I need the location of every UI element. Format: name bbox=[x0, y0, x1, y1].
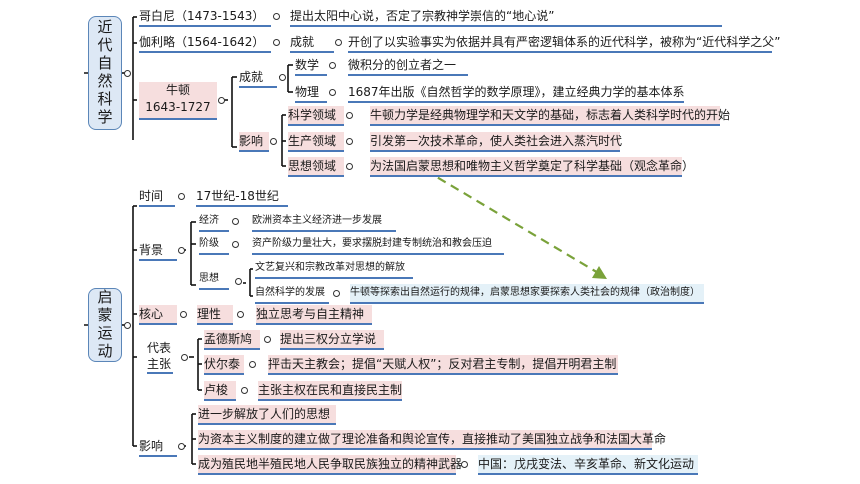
node-dot bbox=[180, 311, 187, 318]
node-dot bbox=[279, 74, 286, 81]
reason-label: 理性 bbox=[197, 305, 233, 325]
node-dot bbox=[178, 247, 185, 254]
node-dot bbox=[218, 97, 225, 104]
core-label: 核心 bbox=[139, 305, 177, 325]
rousseau: 卢梭 bbox=[204, 381, 236, 401]
voltaire-desc: 抨击天主教会；提倡“天赋人权”；反对君主专制，提倡开明君主制 bbox=[268, 355, 618, 375]
node-dot bbox=[232, 218, 239, 225]
copernicus-desc: 提出太阳中心说，否定了宗教神学崇信的“地心说” bbox=[290, 7, 722, 27]
science-desc: 牛顿力学是经典物理学和天文学的基础，标志着人类科学时代的开始 bbox=[370, 106, 730, 126]
node-dot bbox=[346, 163, 353, 170]
influence-3-china: 中国：戊戌变法、辛亥革命、新文化运动 bbox=[478, 455, 698, 475]
node-dot bbox=[264, 336, 271, 343]
node-dot bbox=[178, 443, 185, 450]
influence-3: 成为殖民地半殖民地人民争取民族独立的精神武器 bbox=[198, 455, 462, 475]
root-enlightenment: 启蒙运动 bbox=[88, 288, 122, 362]
influence-label: 影响 bbox=[139, 437, 177, 457]
montesquieu: 孟德斯鸠 bbox=[204, 330, 260, 350]
class-label: 阶级 bbox=[199, 235, 229, 255]
galileo-name: 伽利略（1564-1642） bbox=[139, 33, 271, 53]
node-dot bbox=[270, 138, 277, 145]
newton-years: 1643-1727 bbox=[145, 100, 211, 114]
math-label: 数学 bbox=[295, 56, 327, 76]
renaissance-desc: 文艺复兴和宗教改革对思想的解放 bbox=[255, 259, 413, 279]
economy-desc: 欧洲资本主义经济进一步发展 bbox=[252, 212, 396, 232]
reason-desc: 独立思考与自主精神 bbox=[256, 305, 372, 325]
physics-label: 物理 bbox=[295, 83, 327, 103]
thought-desc: 为法国启蒙思想和唯物主义哲学奠定了科学基础（观念革命） bbox=[370, 157, 694, 177]
node-dot bbox=[329, 89, 336, 96]
node-dot bbox=[124, 70, 131, 77]
root-title: 近代自然科学 bbox=[95, 19, 114, 127]
node-dot bbox=[241, 387, 248, 394]
node-dot bbox=[346, 138, 353, 145]
node-dot bbox=[329, 62, 336, 69]
node-dot bbox=[346, 112, 353, 119]
node-dot bbox=[232, 241, 239, 248]
economy-label: 经济 bbox=[199, 212, 229, 232]
math-desc: 微积分的创立者之一 bbox=[348, 56, 468, 76]
node-dot bbox=[235, 278, 242, 285]
physics-desc: 1687年出版《自然哲学的数学原理》，建立经典力学的基本体系 bbox=[348, 83, 685, 103]
time-value: 17世纪-18世纪 bbox=[196, 187, 288, 207]
galileo-desc: 开创了以实验事实为依据并具有严密逻辑体系的近代科学，被称为“近代科学之父” bbox=[348, 33, 780, 53]
newton-node: 牛顿 1643-1727 bbox=[139, 82, 217, 120]
science-label: 科学领域 bbox=[288, 106, 344, 126]
galileo-label: 成就 bbox=[290, 33, 334, 53]
node-dot bbox=[249, 361, 256, 368]
node-dot bbox=[124, 322, 131, 329]
time-label: 时间 bbox=[139, 187, 175, 207]
influence-1: 进一步解放了人们的思想 bbox=[198, 405, 336, 425]
newton-name: 牛顿 bbox=[165, 83, 190, 97]
root-natural-science: 近代自然科学 bbox=[88, 16, 122, 130]
node-dot bbox=[461, 461, 468, 468]
node-dot bbox=[237, 311, 244, 318]
newton-achievement-label: 成就 bbox=[239, 68, 277, 88]
influence-2: 为资本主义制度的建立做了理论准备和舆论宣传，直接推动了美国独立战争和法国大革命 bbox=[198, 430, 666, 450]
node-dot bbox=[273, 39, 280, 46]
copernicus-name: 哥白尼（1473-1543） bbox=[139, 7, 271, 27]
node-dot bbox=[333, 290, 340, 297]
rousseau-desc: 主张主权在民和直接民主制 bbox=[258, 381, 402, 401]
voltaire: 伏尔泰 bbox=[204, 355, 244, 375]
thought-label: 思想领域 bbox=[288, 157, 344, 177]
natsci-label: 自然科学的发展 bbox=[255, 284, 329, 304]
class-desc: 资产阶级力量壮大，要求摆脱封建专制统治和教会压迫 bbox=[252, 235, 504, 255]
node-dot bbox=[181, 354, 188, 361]
background-label: 背景 bbox=[139, 241, 177, 261]
production-label: 生产领域 bbox=[288, 132, 344, 152]
bg-thought-label: 思想 bbox=[199, 270, 229, 290]
root-title: 启蒙运动 bbox=[95, 289, 114, 361]
rep-label: 代表主张 bbox=[147, 340, 173, 374]
node-dot bbox=[273, 13, 280, 20]
node-dot bbox=[178, 193, 185, 200]
natsci-desc: 牛顿等探索出自然运行的规律，启蒙思想家要探索人类社会的规律（政治制度） bbox=[350, 284, 704, 304]
montesquieu-desc: 提出三权分立学说 bbox=[280, 330, 384, 350]
newton-influence-label: 影响 bbox=[239, 132, 269, 152]
production-desc: 引发第一次技术革命，使人类社会进入蒸汽时代 bbox=[370, 132, 622, 152]
node-dot bbox=[335, 39, 342, 46]
